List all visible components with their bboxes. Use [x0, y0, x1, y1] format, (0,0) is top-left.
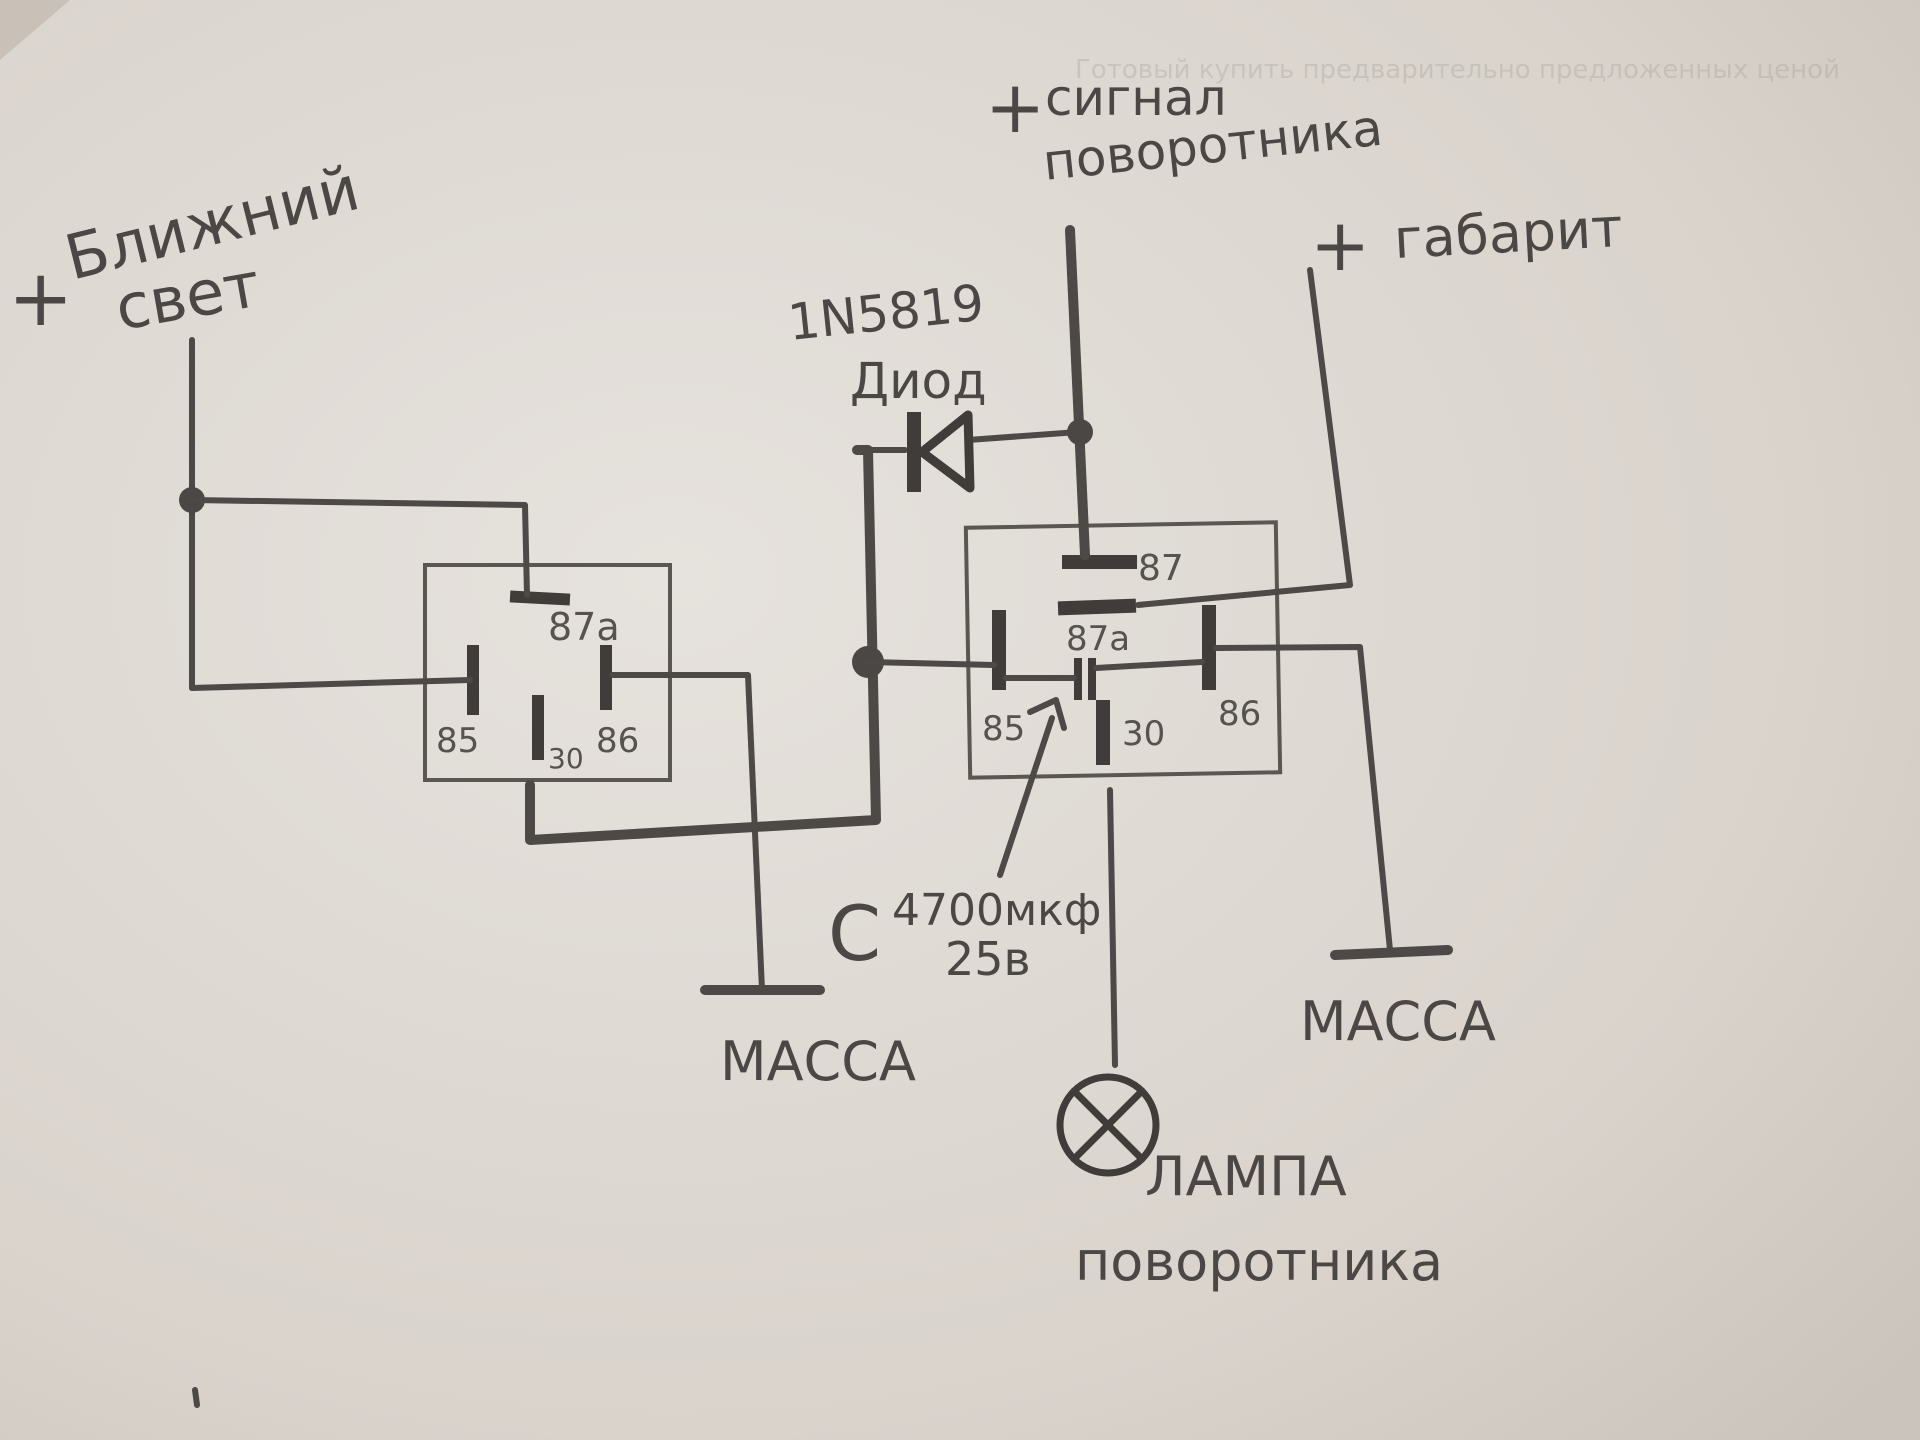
left-relay-label-87a: 87a — [548, 605, 620, 649]
wire-node-to-right-85 — [865, 659, 997, 668]
left-relay-label-85: 85 — [436, 721, 479, 761]
wire-right-30-to-lamp — [1107, 787, 1118, 1068]
left-relay-contact-30 — [532, 695, 544, 760]
turn-signal-label-line1: сигнал — [1045, 69, 1227, 127]
capacitor-plate-right — [1088, 658, 1096, 700]
pencil-speck — [192, 1387, 200, 1408]
paper-corner-shadow — [0, 0, 70, 60]
diode-symbol — [907, 410, 975, 493]
parking-plus-sign: + — [1310, 203, 1370, 287]
parking-label: габарит — [1392, 196, 1624, 271]
right-relay-contact-86 — [1202, 605, 1216, 690]
right-relay-label-30: 30 — [1122, 714, 1165, 754]
wire-turn-signal-to-87 — [1065, 225, 1090, 560]
wire-right-86-to-ground — [1213, 644, 1393, 953]
faint-background-text: Готовый купить предварительно предложенн… — [1075, 55, 1840, 85]
right-relay-contact-30 — [1096, 700, 1110, 765]
junction-turn-signal — [1067, 419, 1093, 445]
right-relay-contact-87 — [1062, 555, 1137, 569]
left-relay-contact-86 — [600, 645, 612, 710]
right-relay-label-87: 87 — [1138, 548, 1184, 589]
diode-word-label: Диод — [850, 352, 987, 410]
low-beam-plus-sign: + — [8, 254, 73, 344]
capacitor-lead-right — [1093, 659, 1205, 671]
right-relay-label-86: 86 — [1218, 694, 1261, 734]
lamp-label-line2: поворотника — [1075, 1230, 1443, 1293]
capacitor-voltage-label: 25в — [945, 932, 1031, 986]
ground-label-right: МАССА — [1300, 990, 1496, 1053]
wire-low-beam-to-87a — [189, 497, 530, 598]
ground-label-left: МАССА — [720, 1030, 916, 1093]
right-relay-label-87a: 87a — [1066, 619, 1130, 659]
wire-low-beam-to-85 — [189, 677, 473, 691]
left-relay-label-86: 86 — [596, 721, 639, 761]
capacitor-value-label: 4700мкф — [892, 885, 1101, 936]
right-relay-contact-87a — [1057, 598, 1137, 616]
wire-diode-to-turn-signal — [965, 429, 1081, 443]
left-relay-label-30: 30 — [548, 742, 584, 775]
capacitor-leader-arrowhead — [1027, 697, 1067, 731]
lamp-label-line1: ЛАМПА — [1145, 1145, 1347, 1208]
right-relay-label-85: 85 — [982, 709, 1025, 749]
capacitor-leader-line — [997, 715, 1055, 878]
wire-left-86-to-ground — [609, 672, 765, 993]
capacitor-letter: C — [828, 889, 881, 978]
capacitor-plate-left — [1074, 658, 1082, 700]
wire-parking-to-87a — [1135, 267, 1353, 608]
turn-signal-plus-sign: + — [985, 65, 1045, 149]
right-relay-contact-85 — [992, 610, 1006, 690]
ground-symbol-right — [1330, 945, 1453, 960]
lamp-symbol — [1056, 1073, 1160, 1177]
